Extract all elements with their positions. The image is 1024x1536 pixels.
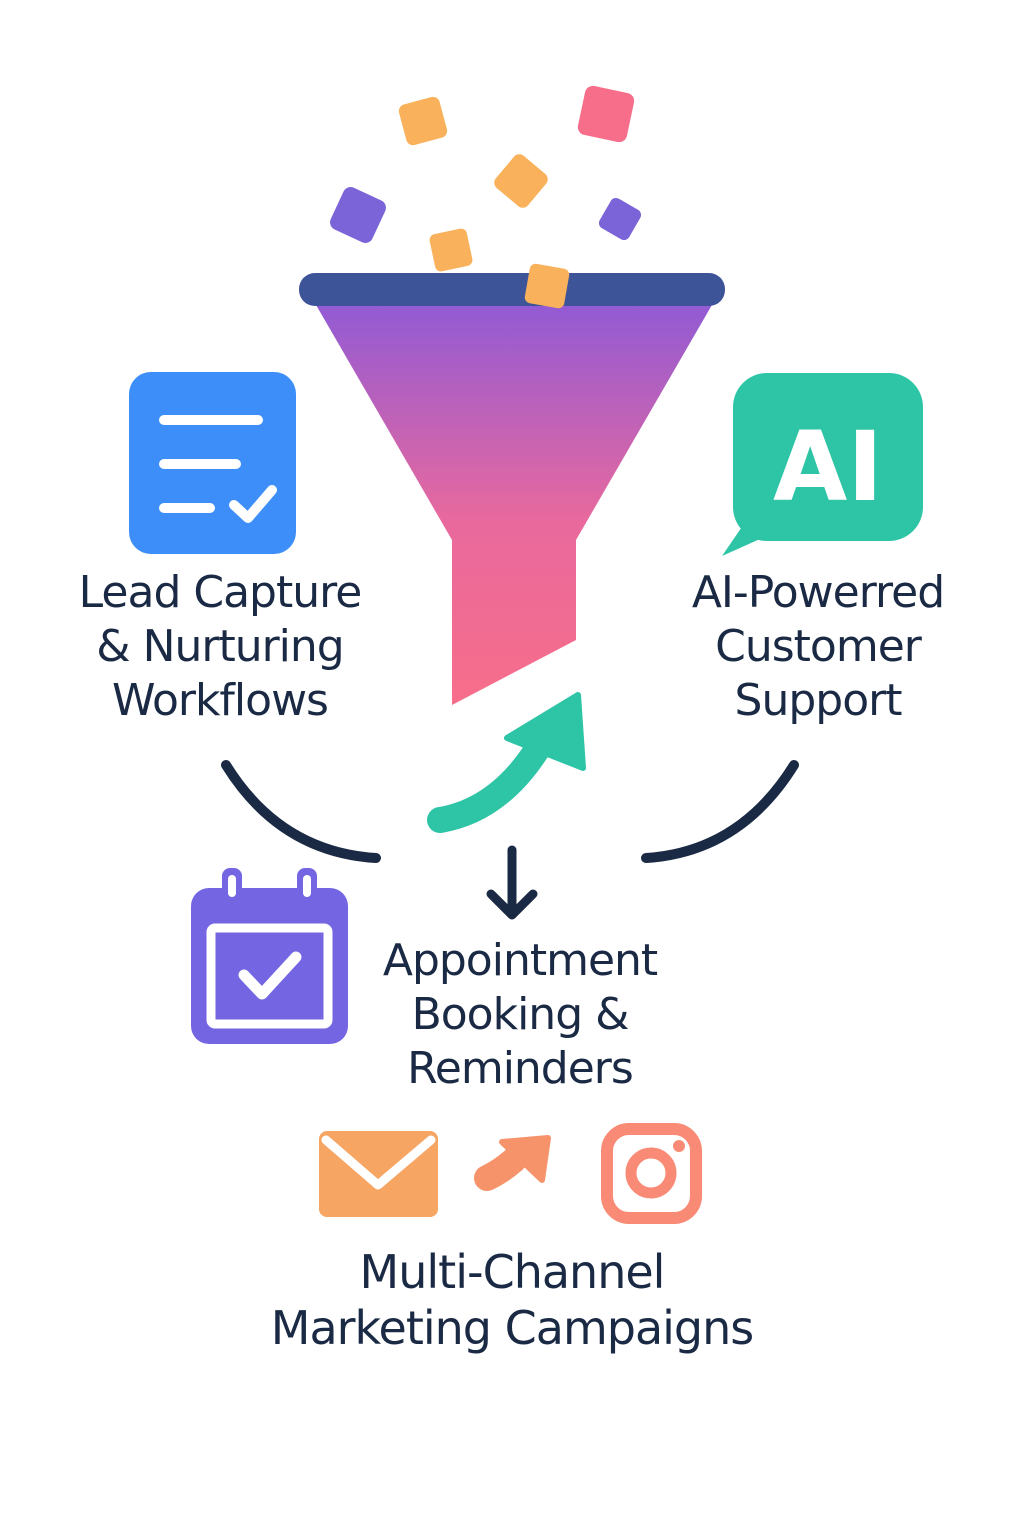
connectors [221, 760, 799, 920]
funnel-body [312, 298, 716, 705]
label-line: Lead Capture [78, 567, 363, 618]
connector-right [641, 760, 799, 863]
calendar-check-icon [191, 868, 348, 1044]
connector-left [221, 760, 381, 863]
label-line: Support [734, 675, 903, 726]
funnel-rim [299, 273, 725, 306]
label-line: Multi-Channel [359, 1245, 666, 1299]
label-line: Booking & [411, 989, 630, 1040]
down-arrow-head [486, 889, 538, 920]
funnel-icon [299, 263, 725, 705]
ai-chat-bubble-icon: AI [722, 373, 923, 556]
label-appointment: Appointment Booking & Reminders [350, 934, 690, 1096]
square-purple-1 [330, 187, 386, 243]
ai-icon-text: AI [773, 411, 883, 523]
teal-curved-arrow [427, 692, 586, 833]
square-orange-3 [429, 228, 473, 272]
label-line: & Nurturing [96, 621, 344, 672]
label-ai-support: AI-Powerred Customer Support [650, 566, 986, 728]
square-purple-2 [598, 197, 642, 241]
label-lead-capture: Lead Capture & Nurturing Workflows [40, 566, 400, 728]
label-line: Reminders [407, 1043, 634, 1094]
square-orange-1 [398, 96, 448, 146]
envelope-icon [319, 1131, 438, 1217]
label-line: Marketing Campaigns [270, 1301, 755, 1355]
share-arrow-icon [474, 1135, 551, 1191]
falling-squares [330, 85, 642, 272]
square-pink-1 [577, 85, 635, 143]
label-line: Workflows [112, 675, 329, 726]
label-line: AI-Powerred [691, 567, 945, 618]
label-line: Appointment [382, 935, 658, 986]
label-multi-channel: Multi-Channel Marketing Campaigns [210, 1244, 814, 1356]
label-line: Customer [715, 621, 922, 672]
square-orange-rim [524, 263, 570, 309]
document-checklist-icon [129, 372, 296, 554]
instagram-icon [601, 1123, 702, 1224]
square-orange-2 [494, 154, 548, 208]
